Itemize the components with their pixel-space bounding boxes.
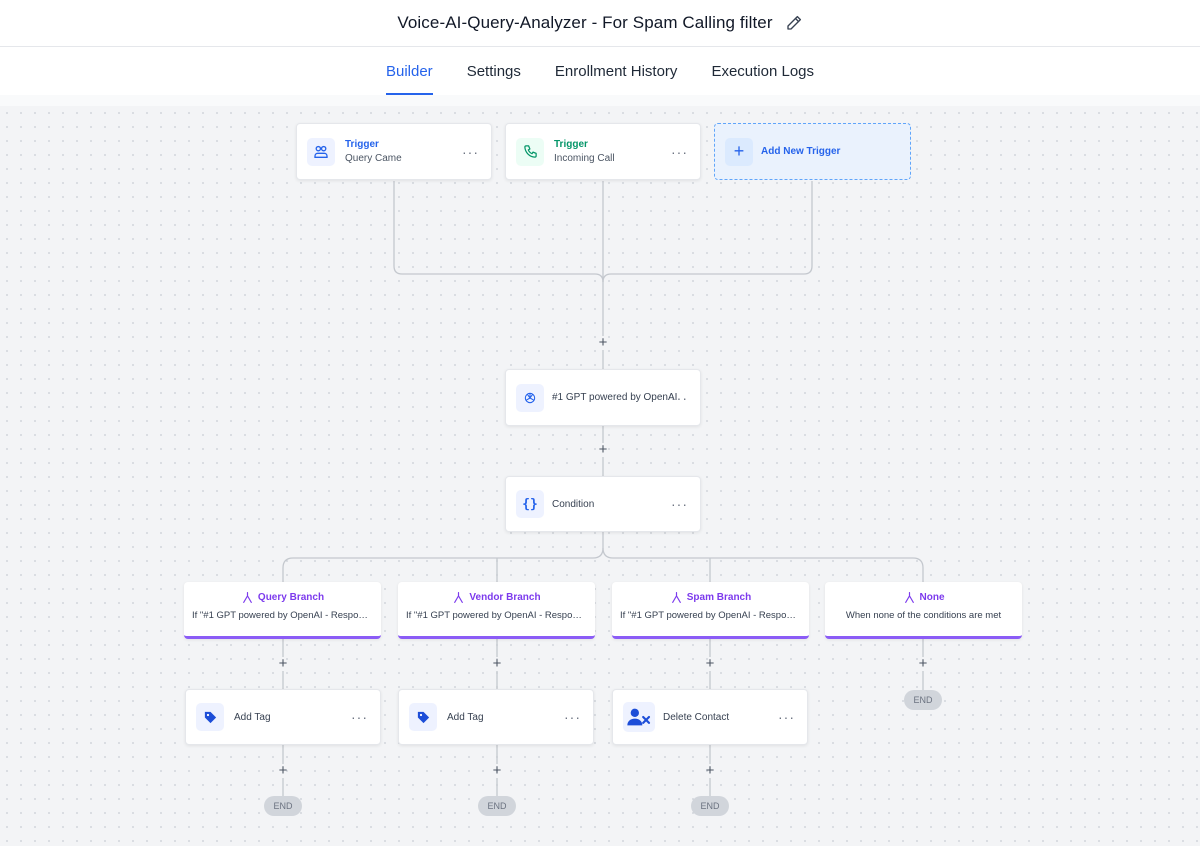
branch-icon: [671, 592, 681, 603]
workflow-canvas[interactable]: Trigger Query Came ··· Trigger Incoming …: [0, 106, 1200, 846]
add-new-trigger-button[interactable]: + Add New Trigger: [714, 123, 911, 180]
add-step-plus-icon[interactable]: +: [705, 655, 715, 672]
add-step-plus-icon[interactable]: +: [598, 334, 608, 351]
plus-icon: +: [725, 137, 753, 166]
add-tag-action-node[interactable]: Add Tag ···: [398, 689, 594, 745]
branch-query[interactable]: Query Branch If "#1 GPT powered by OpenA…: [184, 582, 381, 639]
add-step-plus-icon[interactable]: +: [598, 441, 608, 458]
add-step-plus-icon[interactable]: +: [705, 762, 715, 779]
branch-vendor[interactable]: Vendor Branch If "#1 GPT powered by Open…: [398, 582, 595, 639]
add-step-plus-icon[interactable]: +: [278, 655, 288, 672]
branch-icon: [454, 592, 464, 603]
tab-bar: Builder Settings Enrollment History Exec…: [0, 47, 1200, 96]
more-options-icon[interactable]: ···: [351, 709, 368, 725]
add-tag-action-node[interactable]: Add Tag ···: [185, 689, 381, 745]
more-options-icon[interactable]: ···: [564, 709, 581, 725]
delete-user-icon: [623, 702, 655, 732]
condition-node[interactable]: {} Condition ···: [505, 476, 701, 532]
end-marker: END: [904, 690, 942, 710]
branch-description: If "#1 GPT powered by OpenAI - Response.…: [620, 610, 809, 621]
trigger-incoming-call[interactable]: Trigger Incoming Call ···: [505, 123, 701, 180]
more-options-icon[interactable]: ···: [671, 143, 688, 160]
connector-lines: [282, 181, 924, 796]
tag-icon: [409, 703, 437, 731]
branch-title: Spam Branch: [686, 592, 752, 603]
tab-builder[interactable]: Builder: [369, 47, 450, 95]
end-marker: END: [264, 796, 302, 816]
tab-execution-logs[interactable]: Execution Logs: [711, 62, 815, 80]
pencil-icon[interactable]: [785, 14, 803, 32]
workflow-title: Voice-AI-Query-Analyzer - For Spam Calli…: [397, 13, 773, 32]
openai-icon: [516, 383, 544, 412]
trigger-subtitle: Incoming Call: [554, 153, 615, 164]
add-step-plus-icon[interactable]: +: [278, 762, 288, 779]
tab-enrollment-history[interactable]: Enrollment History: [554, 62, 678, 80]
branch-none[interactable]: None When none of the conditions are met: [825, 582, 1022, 639]
phone-icon: [516, 137, 544, 166]
tag-icon: [196, 703, 224, 731]
braces-icon: {}: [516, 490, 544, 518]
users-icon: [307, 137, 335, 166]
more-options-icon[interactable]: ···: [778, 709, 795, 725]
add-trigger-label: Add New Trigger: [761, 146, 841, 157]
tab-settings[interactable]: Settings: [466, 62, 521, 80]
delete-contact-action-node[interactable]: Delete Contact ···: [612, 689, 808, 745]
branch-description: If "#1 GPT powered by OpenAI - Response.…: [406, 610, 595, 621]
gpt-action-label: #1 GPT powered by OpenAI: [552, 392, 678, 403]
branch-icon: [904, 592, 914, 603]
action-label: Add Tag: [447, 711, 484, 723]
trigger-subtitle: Query Came: [345, 153, 402, 164]
action-label: Add Tag: [234, 711, 271, 723]
branch-title: Query Branch: [257, 592, 325, 603]
branch-title: None: [919, 592, 945, 603]
canvas-divider: [0, 95, 1200, 106]
trigger-query-came[interactable]: Trigger Query Came ···: [296, 123, 492, 180]
trigger-title: Trigger: [554, 139, 588, 150]
more-options-icon[interactable]: ···: [462, 143, 479, 160]
action-label: Delete Contact: [663, 711, 730, 723]
add-step-plus-icon[interactable]: +: [492, 655, 502, 672]
branch-description: If "#1 GPT powered by OpenAI - Response.…: [192, 610, 381, 621]
branch-spam[interactable]: Spam Branch If "#1 GPT powered by OpenAI…: [612, 582, 809, 639]
branch-icon: [243, 592, 252, 603]
condition-label: Condition: [552, 498, 595, 510]
add-step-plus-icon[interactable]: +: [492, 762, 502, 779]
end-marker: END: [691, 796, 729, 816]
trigger-title: Trigger: [345, 139, 379, 150]
more-options-icon[interactable]: ···: [671, 389, 688, 406]
branch-title: Vendor Branch: [469, 592, 541, 603]
more-options-icon[interactable]: ···: [671, 496, 688, 512]
add-step-plus-icon[interactable]: +: [918, 655, 928, 672]
end-marker: END: [478, 796, 516, 816]
gpt-action-node[interactable]: #1 GPT powered by OpenAI ···: [505, 369, 701, 426]
workflow-header: Voice-AI-Query-Analyzer - For Spam Calli…: [0, 0, 1200, 47]
branch-description: When none of the conditions are met: [845, 610, 1002, 621]
